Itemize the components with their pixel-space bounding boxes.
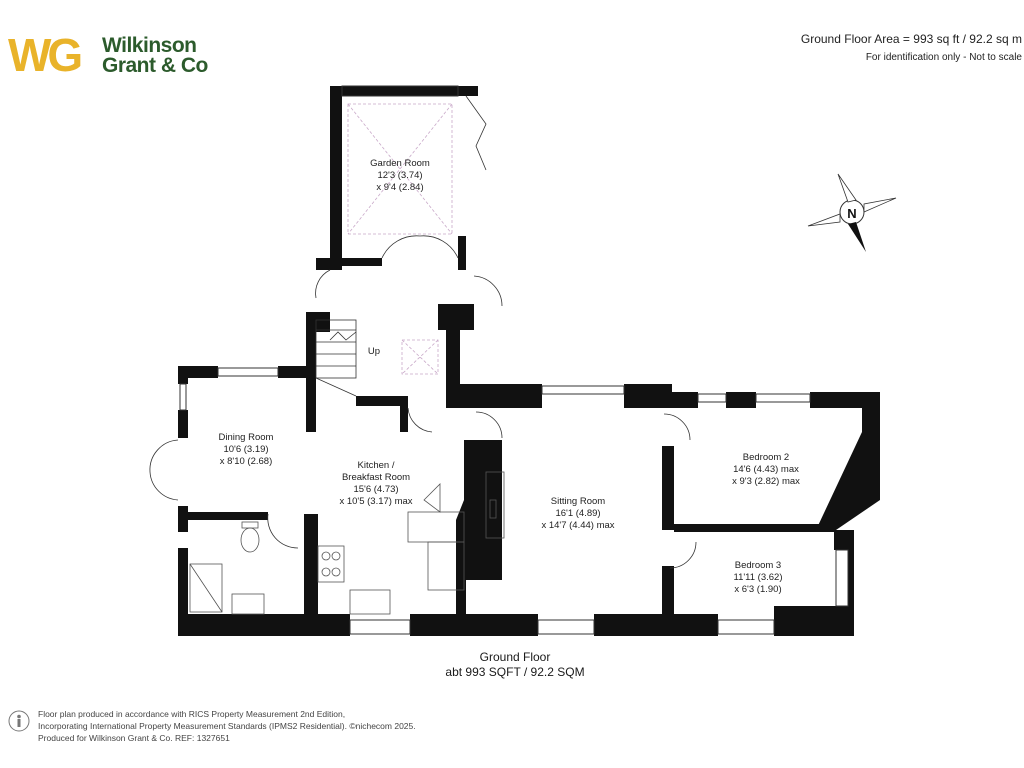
floor-area: abt 993 SQFT / 92.2 SQM: [445, 665, 585, 679]
compass-label: N: [847, 206, 856, 221]
floor-title: Ground Floor abt 993 SQFT / 92.2 SQM: [415, 650, 615, 680]
kitchen-fixtures: [317, 471, 505, 615]
kitchen-name1: Kitchen /: [358, 460, 395, 471]
bedroom-2-dim1: 14'6 (4.43) max: [733, 464, 799, 475]
footer-line3: Produced for Wilkinson Grant & Co. REF: …: [38, 733, 230, 743]
room-kitchen: Kitchen / Breakfast Room 15'6 (4.73) x 1…: [339, 460, 412, 507]
room-bedroom-2: Bedroom 2 14'6 (4.43) max x 9'3 (2.82) m…: [732, 452, 800, 487]
area-note: For identification only - Not to scale: [865, 52, 1022, 63]
kitchen-dim2: x 10'5 (3.17) max: [339, 496, 412, 507]
compass-icon: N: [807, 173, 897, 252]
kitchen-dim1: 15'6 (4.73): [353, 484, 398, 495]
room-dining: Dining Room 10'6 (3.19) x 8'10 (2.68): [219, 432, 274, 467]
room-bedroom-3: Bedroom 3 11'11 (3.62) x 6'3 (1.90): [734, 560, 783, 595]
sitting-room-dim2: x 14'7 (4.44) max: [541, 520, 614, 531]
bedroom-3-dim1: 11'11 (3.62): [734, 572, 783, 583]
floor-name: Ground Floor: [479, 650, 551, 664]
company-logo: WG Wilkinson Grant & Co: [8, 30, 218, 80]
dining-room-name: Dining Room: [219, 432, 274, 443]
bedroom-2-name: Bedroom 2: [743, 452, 789, 463]
bedroom-3-name: Bedroom 3: [735, 560, 781, 571]
area-title: Ground Floor Area = 993 sq ft / 92.2 sq …: [800, 32, 1022, 46]
dining-room-dim1: 10'6 (3.19): [223, 444, 268, 455]
footer-line2: Incorporating International Property Mea…: [38, 721, 416, 731]
kitchen-name2: Breakfast Room: [342, 472, 410, 483]
bedroom-2-dim2: x 9'3 (2.82) max: [732, 476, 800, 487]
logo-mark: WG: [8, 29, 83, 81]
stairs: [315, 319, 357, 397]
logo-name-line2: Grant & Co: [102, 54, 208, 77]
room-sitting: Sitting Room 16'1 (4.89) x 14'7 (4.44) m…: [541, 496, 614, 531]
garden-room-dim2: x 9'4 (2.84): [376, 182, 423, 193]
room-garden: Garden Room 12'3 (3.74) x 9'4 (2.84): [370, 158, 430, 193]
garden-room-floor-diagonals: [347, 103, 453, 375]
stairs-up-label: Up: [368, 346, 380, 357]
logo-name: Wilkinson Grant & Co: [102, 34, 208, 77]
walls: [178, 86, 880, 636]
garden-room-dim1: 12'3 (3.74): [377, 170, 422, 181]
sitting-room-name: Sitting Room: [551, 496, 605, 507]
windows: [179, 85, 849, 635]
sitting-room-dim1: 16'1 (4.89): [555, 508, 600, 519]
person-icon: [8, 710, 30, 732]
dining-room-dim2: x 8'10 (2.68): [220, 456, 273, 467]
footer-disclaimer: Floor plan produced in accordance with R…: [38, 708, 416, 744]
doors: [149, 95, 697, 569]
bathroom-fixtures: [189, 521, 265, 615]
bedroom-3-dim2: x 6'3 (1.90): [734, 584, 781, 595]
logo-name-line1: Wilkinson: [102, 34, 197, 57]
footer-line1: Floor plan produced in accordance with R…: [38, 709, 346, 719]
garden-room-name: Garden Room: [370, 158, 430, 169]
